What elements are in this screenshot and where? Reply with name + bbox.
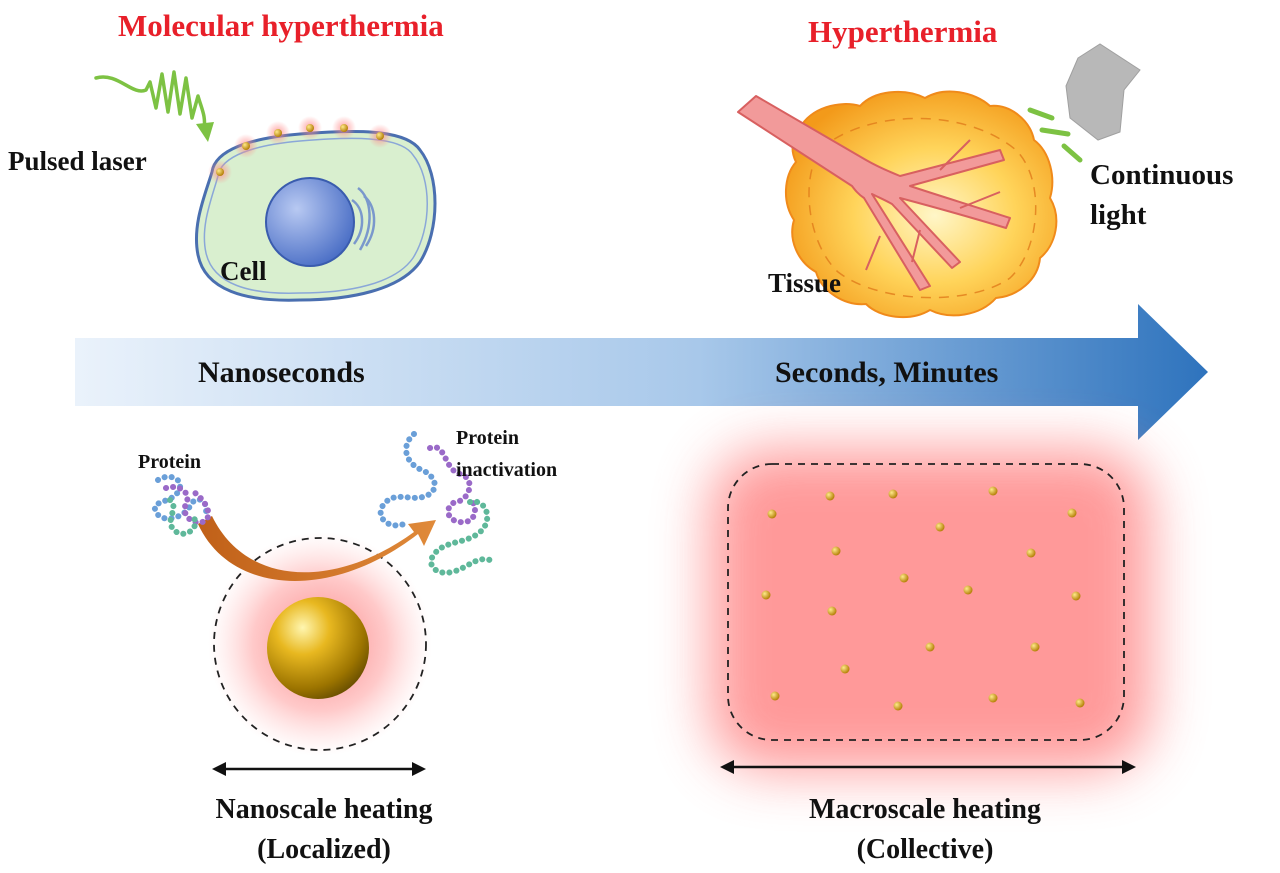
localized-heat-boundary	[213, 537, 427, 751]
tissue-label: Tissue	[768, 268, 841, 298]
distributed-nanoparticles	[761, 486, 1085, 711]
localized-label: (Localized)	[257, 834, 391, 865]
seconds-minutes-label: Seconds, Minutes	[775, 356, 998, 389]
time-arrow	[75, 304, 1208, 440]
blood-vessel	[737, 95, 1011, 291]
inactivation-arrow	[198, 516, 436, 581]
collective-heat-glow	[710, 450, 1150, 770]
pulsed-laser-label: Pulsed laser	[8, 146, 147, 176]
unfolded-protein-icon	[377, 431, 493, 576]
protein-inactivation-label-1: Protein	[456, 427, 519, 449]
molecular-hyperthermia-title: Molecular hyperthermia	[118, 8, 444, 43]
macroscale-heating-label: Macroscale heating	[809, 794, 1041, 825]
cell-illustration	[194, 116, 437, 302]
nanoscale-heating-label: Nanoscale heating	[216, 794, 433, 825]
protein-label: Protein	[138, 451, 201, 473]
continuous-light-label-1: Continuous	[1090, 159, 1233, 191]
continuous-light-label-2: light	[1090, 199, 1147, 231]
tissue-illustration	[737, 90, 1058, 319]
laser-wave-icon	[94, 70, 214, 142]
nanoseconds-label: Nanoseconds	[198, 356, 365, 389]
collective-heat-boundary	[727, 463, 1125, 741]
gold-nanoparticle	[267, 597, 369, 699]
hyperthermia-title: Hyperthermia	[808, 14, 998, 49]
membrane-nanoparticles	[208, 116, 392, 184]
macroscale-scale-bar	[720, 760, 1136, 774]
nanoscale-scale-bar	[212, 762, 426, 776]
cell-label: Cell	[220, 256, 267, 286]
golgi-apparatus	[351, 186, 376, 251]
lamp-icon	[1027, 43, 1141, 163]
collective-label: (Collective)	[857, 834, 994, 865]
nucleus	[265, 177, 355, 267]
folded-protein-icon	[152, 473, 212, 537]
protein-inactivation-label-2: inactivation	[456, 459, 557, 481]
